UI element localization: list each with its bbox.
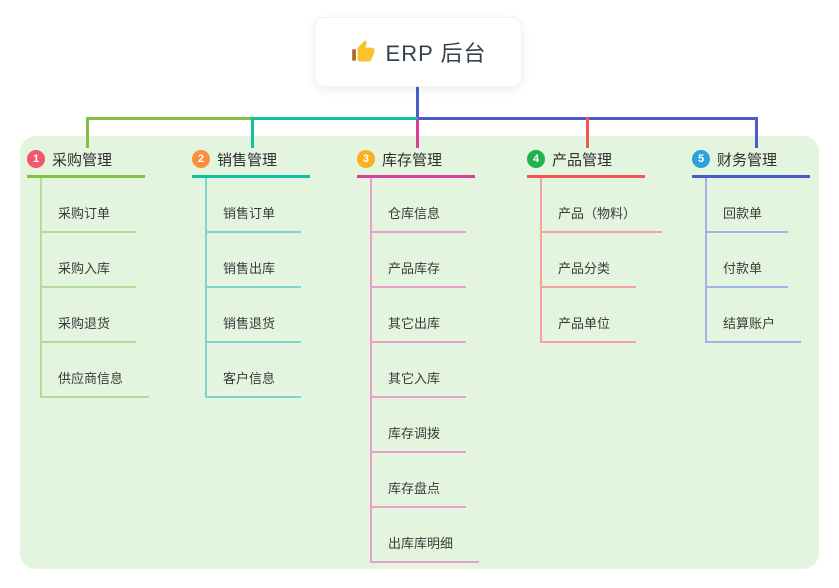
connector-drop-product: [586, 117, 589, 148]
badge-5: 5: [692, 150, 710, 168]
node-stock-transfer[interactable]: 库存调拨: [372, 398, 479, 453]
node-receipt-slip[interactable]: 回款单: [707, 178, 810, 233]
connector-horizontal-green: [86, 117, 253, 120]
root-title: ERP 后台: [385, 41, 487, 66]
connector-drop-inventory: [416, 119, 419, 148]
branches-panel: [20, 136, 819, 569]
badge-1: 1: [27, 150, 45, 168]
branch-finance-title: 财务管理: [717, 151, 778, 169]
connector-root-vertical: [416, 84, 419, 120]
branch-inventory: 3 库存管理 仓库信息 产品库存 其它出库 其它入库 库存调拨 库存盘点 出库库…: [357, 146, 480, 563]
node-sales-outbound[interactable]: 销售出库: [207, 233, 310, 288]
node-product-unit[interactable]: 产品单位: [542, 288, 662, 343]
node-warehouse-info[interactable]: 仓库信息: [372, 178, 479, 233]
node-purchase-return[interactable]: 采购退货: [42, 288, 149, 343]
node-customer-info[interactable]: 客户信息: [207, 343, 310, 398]
node-other-inbound[interactable]: 其它入库: [372, 343, 479, 398]
node-payment-slip[interactable]: 付款单: [707, 233, 810, 288]
node-product-category[interactable]: 产品分类: [542, 233, 662, 288]
node-purchase-inbound[interactable]: 采购入库: [42, 233, 149, 288]
badge-2: 2: [192, 150, 210, 168]
branch-product: 4 产品管理 产品（物料） 产品分类 产品单位: [527, 146, 663, 343]
node-product-stock[interactable]: 产品库存: [372, 233, 479, 288]
branch-product-header[interactable]: 4 产品管理: [527, 146, 645, 178]
node-stock-count[interactable]: 库存盘点: [372, 453, 479, 508]
branch-purchase-header[interactable]: 1 采购管理: [27, 146, 145, 178]
branch-sales-header[interactable]: 2 销售管理: [192, 146, 310, 178]
branch-inventory-header[interactable]: 3 库存管理: [357, 146, 475, 178]
connector-drop-sales: [251, 117, 254, 148]
branch-sales-title: 销售管理: [217, 151, 278, 169]
badge-4: 4: [527, 150, 545, 168]
branch-finance-header[interactable]: 5 财务管理: [692, 146, 810, 178]
branch-finance: 5 财务管理 回款单 付款单 结算账户: [692, 146, 810, 343]
branch-inventory-title: 库存管理: [382, 151, 443, 169]
branch-product-title: 产品管理: [552, 151, 613, 169]
branch-purchase-title: 采购管理: [52, 151, 113, 169]
thumbs-up-icon: [350, 39, 376, 65]
node-sales-order[interactable]: 销售订单: [207, 178, 310, 233]
branch-purchase: 1 采购管理 采购订单 采购入库 采购退货 供应商信息: [27, 146, 150, 398]
node-settlement-account[interactable]: 结算账户: [707, 288, 810, 343]
node-other-outbound[interactable]: 其它出库: [372, 288, 479, 343]
node-sales-return[interactable]: 销售退货: [207, 288, 310, 343]
connector-drop-purchase: [86, 117, 89, 148]
branch-finance-children: 回款单 付款单 结算账户: [705, 178, 810, 343]
branch-product-children: 产品（物料） 产品分类 产品单位: [540, 178, 663, 343]
node-outbound-detail[interactable]: 出库库明细: [372, 508, 480, 563]
branch-sales: 2 销售管理 销售订单 销售出库 销售退货 客户信息: [192, 146, 310, 398]
node-supplier-info[interactable]: 供应商信息: [42, 343, 150, 398]
branch-purchase-children: 采购订单 采购入库 采购退货 供应商信息: [40, 178, 150, 398]
branch-inventory-children: 仓库信息 产品库存 其它出库 其它入库 库存调拨 库存盘点 出库库明细: [370, 178, 480, 563]
node-product-material[interactable]: 产品（物料）: [542, 178, 663, 233]
connector-horizontal-teal: [253, 117, 418, 120]
badge-3: 3: [357, 150, 375, 168]
connector-drop-finance: [755, 117, 758, 148]
root-node-erp[interactable]: ERP 后台: [314, 17, 522, 87]
node-purchase-order[interactable]: 采购订单: [42, 178, 149, 233]
branch-sales-children: 销售订单 销售出库 销售退货 客户信息: [205, 178, 310, 398]
